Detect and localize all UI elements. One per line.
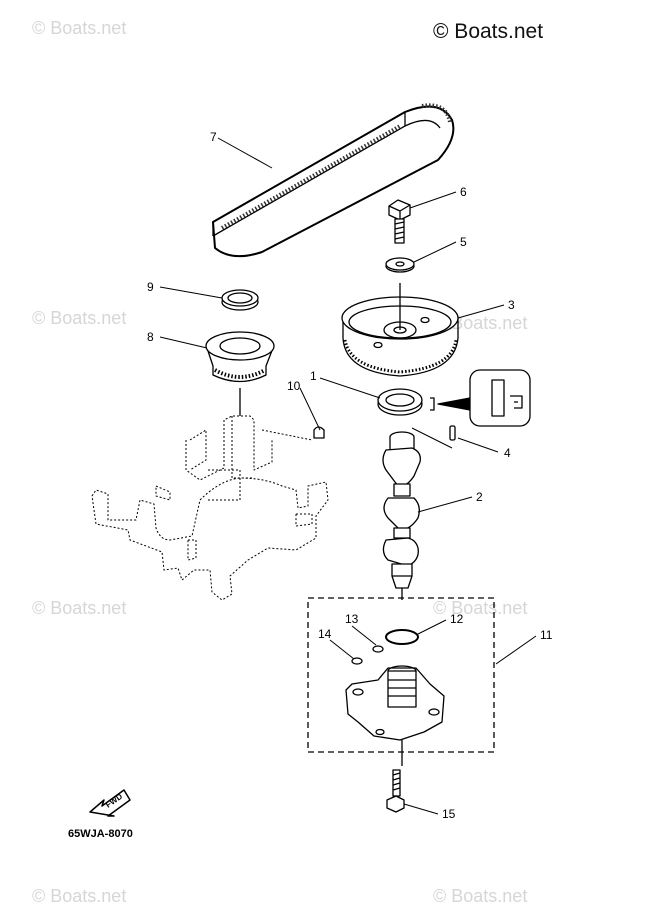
timing-belt <box>212 103 455 258</box>
callout-8: 8 <box>147 330 154 344</box>
callout-6: 6 <box>460 185 467 199</box>
watermark: © Boats.net <box>433 886 528 906</box>
callout-14: 14 <box>318 627 332 641</box>
o-ring-small <box>372 645 384 653</box>
watermark: © Boats.net <box>433 598 528 618</box>
oil-seal <box>377 388 423 416</box>
washer <box>385 257 415 273</box>
callout-10: 10 <box>287 379 301 393</box>
callout-13: 13 <box>345 612 359 626</box>
watermark: © Boats.net <box>32 886 127 906</box>
woodruff-key <box>313 426 325 439</box>
watermark: © Boats.net <box>32 598 127 618</box>
copyright-notice: © Boats.net <box>433 20 544 43</box>
oil-pump-assembly-box <box>307 597 495 753</box>
o-ring-large <box>385 629 419 645</box>
callout-2: 2 <box>476 490 483 504</box>
callout-4: 4 <box>504 446 511 460</box>
bearing-housing <box>205 331 275 416</box>
callout-1: 1 <box>310 369 317 383</box>
bolt-lower <box>386 769 405 813</box>
callout-3: 3 <box>508 298 515 312</box>
cylinder-block <box>91 415 329 601</box>
callout-5: 5 <box>460 235 467 249</box>
camshaft-pulley <box>341 283 459 377</box>
bolt <box>388 199 411 244</box>
callout-7: 7 <box>210 130 217 144</box>
camshaft <box>382 431 421 600</box>
oil-pump <box>345 665 445 766</box>
watermark: © Boats.net <box>32 18 127 38</box>
oil-seal-small <box>221 289 259 311</box>
seal-detail-inset <box>430 369 531 427</box>
callout-12: 12 <box>450 612 464 626</box>
callout-11: 11 <box>540 628 553 642</box>
dowel-pin <box>449 425 456 441</box>
watermark: © Boats.net <box>32 308 127 328</box>
callout-9: 9 <box>147 280 154 294</box>
callout-15: 15 <box>442 807 456 821</box>
drawing-code: 65WJA-8070 <box>68 828 133 840</box>
callout-leaders <box>159 137 537 815</box>
o-ring-small <box>351 657 363 665</box>
forward-arrow-icon <box>89 789 131 817</box>
callout-labels: 7 6 5 3 9 8 1 10 4 2 11 12 13 14 15 <box>147 130 553 821</box>
